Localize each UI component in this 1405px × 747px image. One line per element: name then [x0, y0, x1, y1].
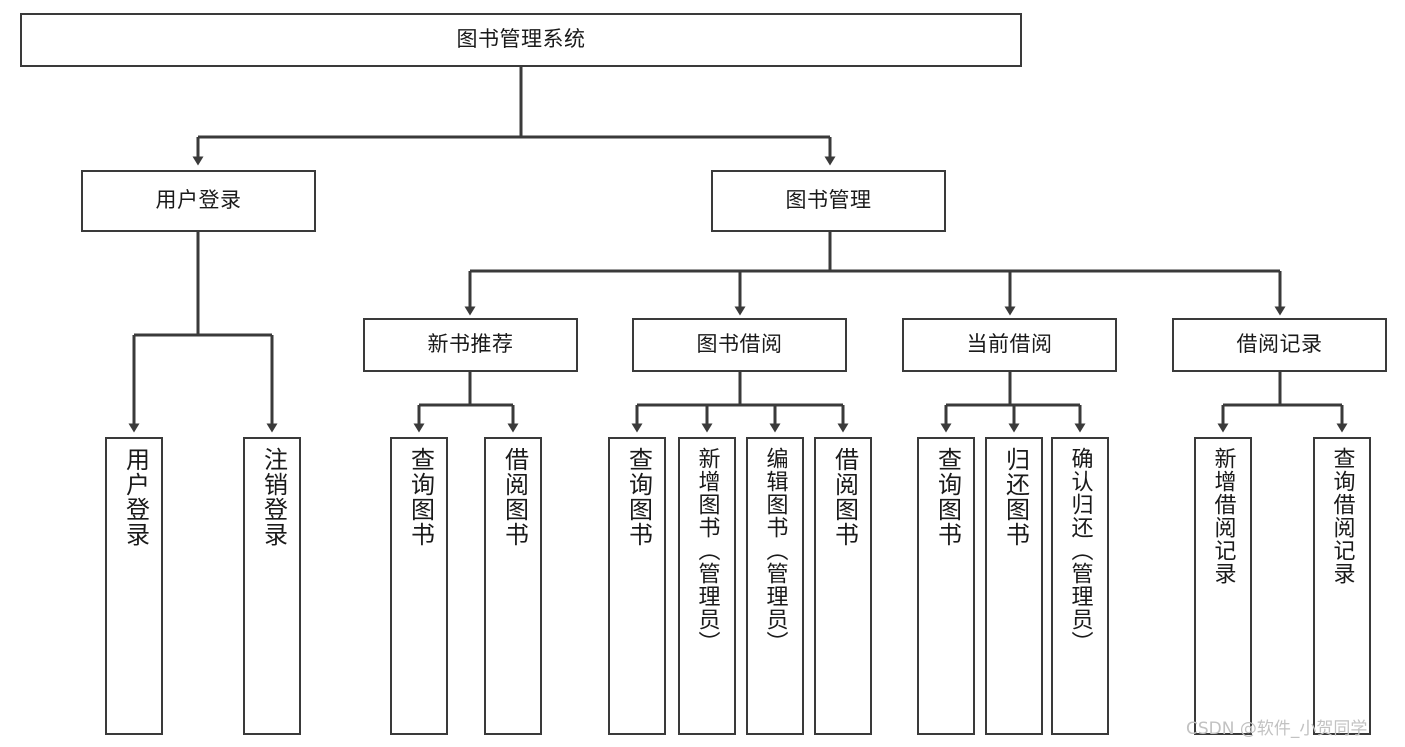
leaf-recommend-query-book-label: 查询图书: [406, 447, 434, 547]
leaf-user-login-login[interactable]: 用户登录: [105, 437, 163, 735]
leaf-recommend-query-book[interactable]: 查询图书: [390, 437, 448, 735]
leaf-borrow-edit-book[interactable]: 编辑图书（管理员）: [746, 437, 804, 735]
leaf-current-return-book-label: 归还图书: [1001, 447, 1029, 547]
leaf-borrow-query-book[interactable]: 查询图书: [608, 437, 666, 735]
node-root-label: 图书管理系统: [456, 28, 586, 52]
leaf-recommend-borrow-book[interactable]: 借阅图书: [484, 437, 542, 735]
node-borrow-record-label: 借阅记录: [1236, 333, 1323, 357]
csdn-watermark: CSDN @软件_小贺同学: [1186, 719, 1368, 739]
node-current-borrow-label: 当前借阅: [966, 333, 1053, 357]
node-book-borrow[interactable]: 图书借阅: [632, 318, 847, 372]
leaf-current-query-book[interactable]: 查询图书: [917, 437, 975, 735]
leaf-record-add-record-label: 新增借阅记录: [1211, 447, 1237, 585]
leaf-user-login-login-label: 用户登录: [121, 447, 149, 547]
leaf-record-add-record[interactable]: 新增借阅记录: [1194, 437, 1252, 735]
leaf-record-query-record-label: 查询借阅记录: [1330, 447, 1356, 585]
leaf-current-return-book[interactable]: 归还图书: [985, 437, 1043, 735]
node-borrow-record[interactable]: 借阅记录: [1172, 318, 1387, 372]
leaf-user-login-logout-label: 注销登录: [259, 447, 287, 547]
leaf-borrow-add-book[interactable]: 新增图书（管理员）: [678, 437, 736, 735]
leaf-record-query-record[interactable]: 查询借阅记录: [1313, 437, 1371, 735]
leaf-borrow-borrow-book-label: 借阅图书: [830, 447, 858, 547]
leaf-current-confirm-return-label: 确认归还（管理员）: [1068, 447, 1094, 654]
node-root[interactable]: 图书管理系统: [20, 13, 1022, 67]
node-current-borrow[interactable]: 当前借阅: [902, 318, 1117, 372]
node-new-book-recommend-label: 新书推荐: [427, 333, 514, 357]
leaf-user-login-logout[interactable]: 注销登录: [243, 437, 301, 735]
leaf-borrow-add-book-label: 新增图书（管理员）: [695, 447, 721, 654]
leaf-recommend-borrow-book-label: 借阅图书: [500, 447, 528, 547]
node-book-borrow-label: 图书借阅: [696, 333, 783, 357]
node-book-management-label: 图书管理: [785, 189, 872, 213]
node-book-management[interactable]: 图书管理: [711, 170, 946, 232]
node-user-login-label: 用户登录: [155, 189, 242, 213]
node-new-book-recommend[interactable]: 新书推荐: [363, 318, 578, 372]
leaf-borrow-edit-book-label: 编辑图书（管理员）: [763, 447, 789, 654]
leaf-current-query-book-label: 查询图书: [933, 447, 961, 547]
node-user-login[interactable]: 用户登录: [81, 170, 316, 232]
leaf-borrow-borrow-book[interactable]: 借阅图书: [814, 437, 872, 735]
leaf-borrow-query-book-label: 查询图书: [624, 447, 652, 547]
leaf-current-confirm-return[interactable]: 确认归还（管理员）: [1051, 437, 1109, 735]
